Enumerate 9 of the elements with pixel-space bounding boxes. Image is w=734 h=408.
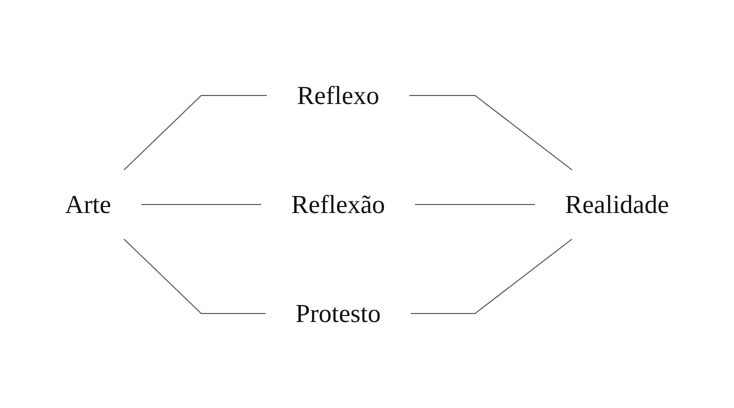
connector [408,94,573,170]
connector [410,238,573,314]
node-text: Reflexão [291,190,386,218]
node-text: Reflexo [296,80,380,110]
node-text: Protesto [296,298,381,328]
node-text: Realidade [565,190,669,218]
node-text: Arte [65,190,112,218]
connector [123,238,266,314]
connector [123,94,268,170]
